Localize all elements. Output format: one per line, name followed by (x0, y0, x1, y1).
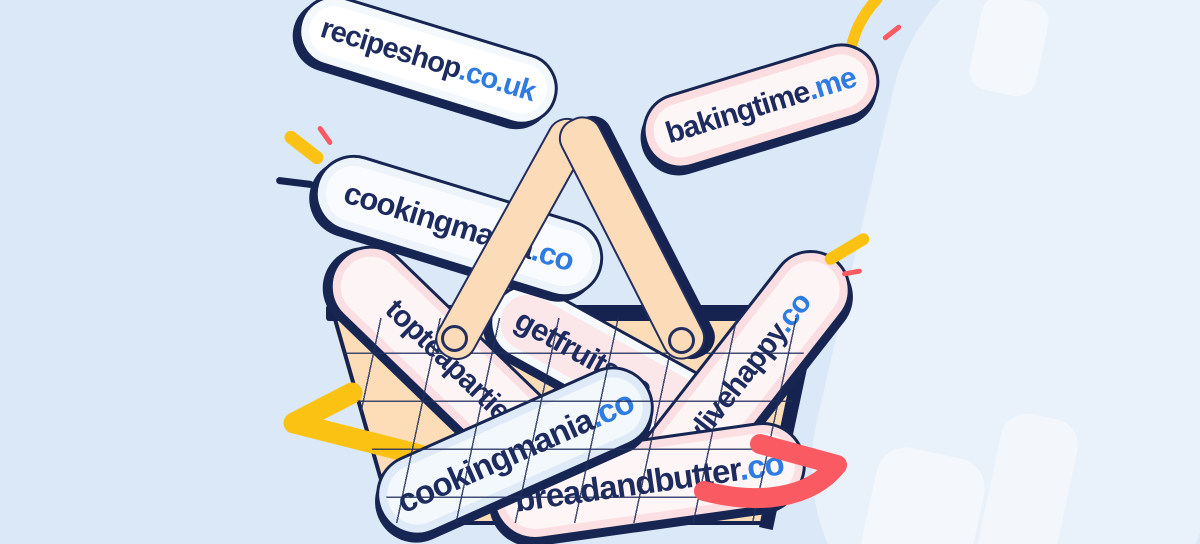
domain-pill-recipeshop: recipeshop.co.uk (289, 0, 567, 134)
handle-rivet-left (441, 325, 468, 352)
domain-pill-bakingtime: bakingtime.me (633, 33, 889, 179)
yellow-dash-left (281, 128, 327, 167)
navy-dash-left (275, 176, 315, 189)
handle-rivet-right (668, 327, 695, 354)
red-swoosh (694, 434, 847, 509)
red-dash-left (316, 125, 334, 146)
